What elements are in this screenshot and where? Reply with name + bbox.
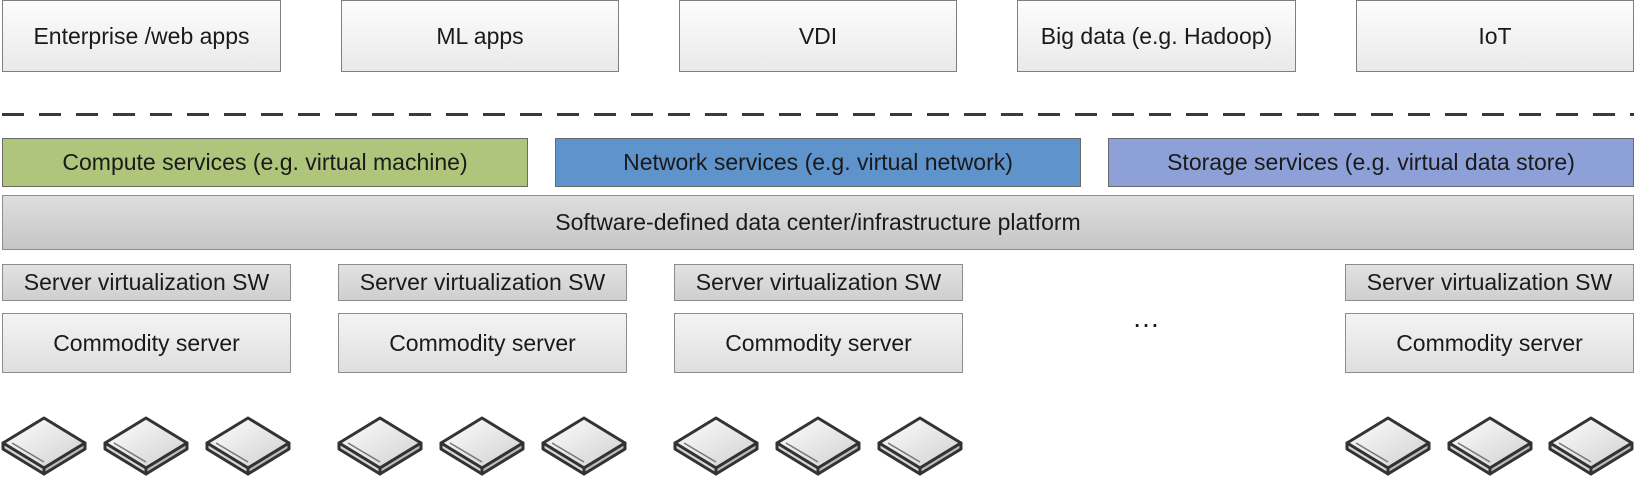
virtualization-label: Server virtualization SW: [23, 269, 270, 295]
virtualization-label: Server virtualization SW: [695, 269, 942, 295]
service-label: Compute services (e.g. virtual machine): [62, 149, 468, 175]
app-label: ML apps: [436, 22, 524, 49]
service-label: Network services (e.g. virtual network): [623, 149, 1013, 175]
disk-drive-icon: [673, 416, 759, 476]
disk-drive-icon: [205, 416, 291, 476]
disk-drive-icon: [541, 416, 627, 476]
app-box-enterprise-web: Enterprise /web apps: [2, 0, 281, 72]
storage-services-box: Storage services (e.g. virtual data stor…: [1108, 138, 1634, 187]
network-services-box: Network services (e.g. virtual network): [555, 138, 1081, 187]
server-label: Commodity server: [1396, 329, 1583, 356]
app-box-iot: IoT: [1356, 0, 1634, 72]
virtualization-label: Server virtualization SW: [1366, 269, 1613, 295]
disk-drive-icon: [1345, 416, 1431, 476]
commodity-server-box: Commodity server: [2, 313, 291, 373]
app-box-ml: ML apps: [341, 0, 619, 72]
app-label: VDI: [798, 22, 838, 49]
app-box-vdi: VDI: [679, 0, 957, 72]
service-label: Storage services (e.g. virtual data stor…: [1167, 149, 1575, 175]
disk-drive-icon: [337, 416, 423, 476]
server-label: Commodity server: [389, 329, 576, 356]
commodity-server-box: Commodity server: [674, 313, 963, 373]
disk-drive-icon: [1447, 416, 1533, 476]
dashed-separator: [2, 113, 1634, 116]
disk-drive-icon: [439, 416, 525, 476]
server-virtualization-box: Server virtualization SW: [1345, 264, 1634, 301]
disk-drive-icon: [1, 416, 87, 476]
ellipsis: …: [1132, 302, 1163, 333]
disk-drive-icon: [103, 416, 189, 476]
commodity-server-box: Commodity server: [1345, 313, 1634, 373]
disk-drive-icon: [1548, 416, 1634, 476]
server-label: Commodity server: [725, 329, 912, 356]
disk-drive-icon: [877, 416, 963, 476]
sddc-platform-box: Software-defined data center/infrastruct…: [2, 195, 1634, 250]
virtualization-label: Server virtualization SW: [359, 269, 606, 295]
commodity-server-box: Commodity server: [338, 313, 627, 373]
server-virtualization-box: Server virtualization SW: [338, 264, 627, 301]
server-virtualization-box: Server virtualization SW: [2, 264, 291, 301]
disk-drive-icon: [775, 416, 861, 476]
app-label: Enterprise /web apps: [33, 22, 250, 49]
app-label: Big data (e.g. Hadoop): [1040, 22, 1273, 49]
server-virtualization-box: Server virtualization SW: [674, 264, 963, 301]
compute-services-box: Compute services (e.g. virtual machine): [2, 138, 528, 187]
platform-label: Software-defined data center/infrastruct…: [555, 209, 1081, 235]
server-label: Commodity server: [53, 329, 240, 356]
app-label: IoT: [1478, 22, 1512, 49]
app-box-big-data: Big data (e.g. Hadoop): [1017, 0, 1296, 72]
